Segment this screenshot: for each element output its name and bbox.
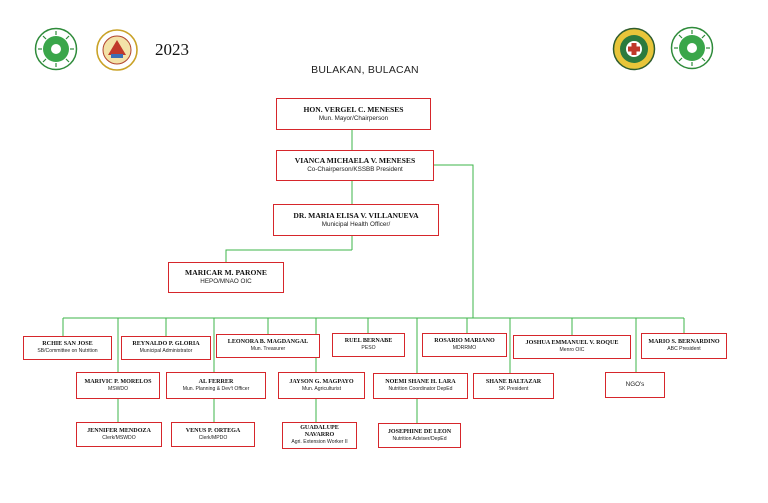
org-name: LEONORA B. MAGDANGAL	[227, 339, 309, 346]
org-box-row1-1: RCHIE SAN JOSE SB/Committee on Nutrition	[23, 336, 112, 360]
org-name: MARIO S. BERNARDINO	[648, 339, 720, 346]
org-box-row1-6: JOSHUA EMMANUEL V. ROQUE Menro OIC	[513, 335, 631, 359]
org-box-row3-4: JOSEPHINE DE LEON Nutrition Adviser/DepE…	[378, 423, 461, 448]
year-label: 2023	[155, 40, 189, 59]
org-name: HON. VERGEL C. MENESES	[303, 104, 404, 114]
org-name: VENUS P. ORTEGA	[185, 427, 241, 434]
org-position: Clerk/MSWDO	[102, 434, 136, 441]
org-position: MSWDO	[107, 385, 129, 392]
org-position: Co-Chairperson/KSSBB President	[307, 166, 403, 174]
org-position: Mun. Planning & Dev't Officer	[182, 385, 250, 392]
national-nutrition-council-seal	[34, 27, 78, 71]
org-box-row2-2: AL FERRER Mun. Planning & Dev't Officer	[166, 372, 266, 399]
org-name: ROSARIO MARIANO	[434, 338, 495, 345]
org-name: DR. MARIA ELISA V. VILLANUEVA	[293, 210, 419, 220]
bulakan-municipal-seal	[96, 29, 138, 71]
location-title: BULAKAN, BULACAN	[311, 64, 419, 76]
org-box-row3-1: JENNIFER MENDOZA Clerk/MSWDO	[76, 422, 162, 447]
org-name: GUADALUPE NAVARRO	[300, 425, 339, 439]
org-box-row2-4: NOEMI SHANE H. LARA Nutrition Coordinato…	[373, 373, 468, 399]
org-box-row2-1: MARIVIC P. MORELOS MSWDO	[76, 372, 160, 399]
org-box-row1-5: ROSARIO MARIANO MDRRMO	[422, 333, 507, 357]
org-box-row1-2: REYNALDO P. GLORIA Municipal Administrat…	[121, 336, 211, 360]
org-name: AL FERRER	[198, 378, 234, 385]
department-of-health-seal	[612, 27, 656, 71]
org-name: RCHIE SAN JOSE	[42, 341, 93, 348]
org-position: ABC President	[667, 346, 701, 353]
org-box-hepo: MARICAR M. PARONE HEPO/MNAO OIC	[168, 262, 284, 293]
org-name: NGO's	[625, 381, 645, 389]
org-name: SHANE BALTAZAR	[485, 379, 542, 386]
org-box-row1-7: MARIO S. BERNARDINO ABC President	[641, 333, 727, 359]
org-position: Municipal Administrator	[139, 348, 193, 355]
org-position: Nutrition Coordinator DepEd	[388, 386, 453, 393]
org-name: REYNALDO P. GLORIA	[132, 341, 200, 348]
org-box-row1-4: RUEL BERNABE PESO	[332, 333, 405, 357]
org-box-co-chair: VIANCA MICHAELA V. MENESES Co-Chairperso…	[276, 150, 434, 181]
org-position: Agri. Extension Worker II	[291, 439, 348, 446]
org-position: SB/Committee on Nutrition	[37, 348, 98, 355]
org-box-ngos: NGO's	[605, 372, 665, 398]
org-position: Municipal Health Officer/	[321, 220, 391, 228]
org-name: VIANCA MICHAELA V. MENESES	[294, 156, 416, 166]
org-name: JOSEPHINE DE LEON	[387, 428, 452, 435]
org-box-row1-3: LEONORA B. MAGDANGAL Mun. Treasurer	[216, 334, 320, 358]
org-position: MDRRMO	[452, 345, 477, 352]
org-position: Nutrition Adviser/DepEd	[392, 435, 447, 442]
org-box-row3-3: GUADALUPE NAVARRO Agri. Extension Worker…	[282, 422, 357, 449]
org-name: JENNIFER MENDOZA	[87, 427, 151, 434]
org-name: NOEMI SHANE H. LARA	[385, 379, 456, 386]
org-position: Clerk/MPDO	[198, 434, 228, 441]
national-nutrition-council-seal-right	[670, 26, 714, 70]
org-box-mayor: HON. VERGEL C. MENESES Mun. Mayor/Chairp…	[276, 98, 431, 130]
org-position: Mun. Agriculturist	[301, 385, 342, 392]
org-position: PESO	[361, 345, 376, 352]
org-name: MARIVIC P. MORELOS	[84, 378, 152, 385]
org-box-row2-5: SHANE BALTAZAR SK President	[473, 373, 554, 399]
org-box-health-officer: DR. MARIA ELISA V. VILLANUEVA Municipal …	[273, 204, 439, 236]
org-position: Mun. Mayor/Chairperson	[318, 114, 389, 122]
org-position: HEPO/MNAO OIC	[200, 278, 252, 286]
org-name: JOSHUA EMMANUEL V. ROQUE	[525, 340, 619, 347]
org-name: MARICAR M. PARONE	[185, 268, 267, 278]
org-position: Menro OIC	[559, 347, 585, 354]
org-box-row2-3: JAYSON G. MAGPAYO Mun. Agriculturist	[278, 372, 365, 399]
org-name: JAYSON G. MAGPAYO	[289, 378, 354, 385]
org-box-row3-2: VENUS P. ORTEGA Clerk/MPDO	[171, 422, 255, 447]
org-name: RUEL BERNABE	[344, 338, 393, 345]
org-position: Mun. Treasurer	[250, 346, 286, 353]
org-position: SK President	[498, 386, 529, 393]
